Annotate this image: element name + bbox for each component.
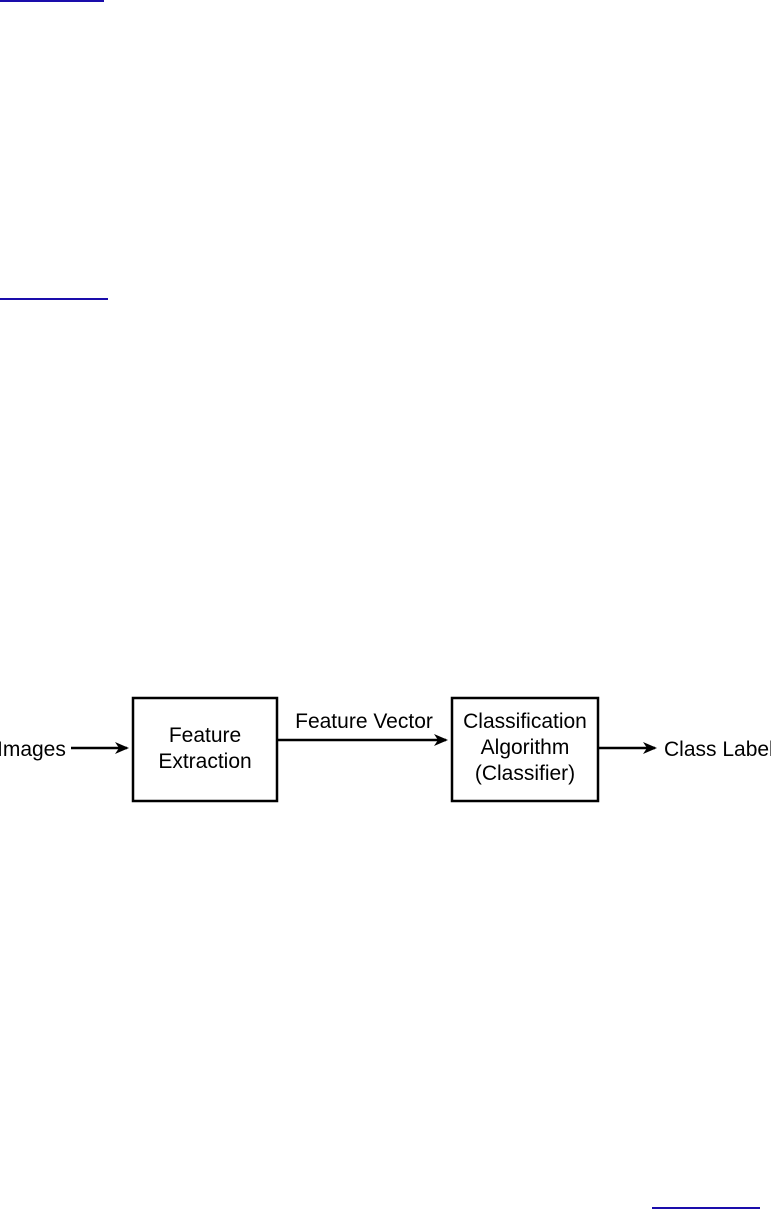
diagram-svg: Images Feature Extraction Feature Vector… xyxy=(0,696,771,803)
input-label: Images xyxy=(0,738,66,761)
link-underline-top[interactable] xyxy=(0,0,104,2)
classifier-label-line2: Algorithm xyxy=(481,736,570,759)
classifier-label-line3: (Classifier) xyxy=(475,762,575,785)
feature-extraction-box xyxy=(131,696,279,803)
link-underline-bottom[interactable] xyxy=(652,1207,760,1209)
feature-extraction-label-line1: Feature xyxy=(169,724,241,747)
classification-pipeline-diagram: Images Feature Extraction Feature Vector… xyxy=(0,690,771,810)
classifier-label-line1: Classification xyxy=(463,710,587,733)
feature-extraction-label-line2: Extraction xyxy=(158,750,251,773)
link-underline-middle[interactable] xyxy=(0,298,108,300)
feature-vector-label: Feature Vector xyxy=(295,710,433,733)
output-label: Class Label xyxy=(664,738,771,761)
classifier-box xyxy=(450,696,600,803)
